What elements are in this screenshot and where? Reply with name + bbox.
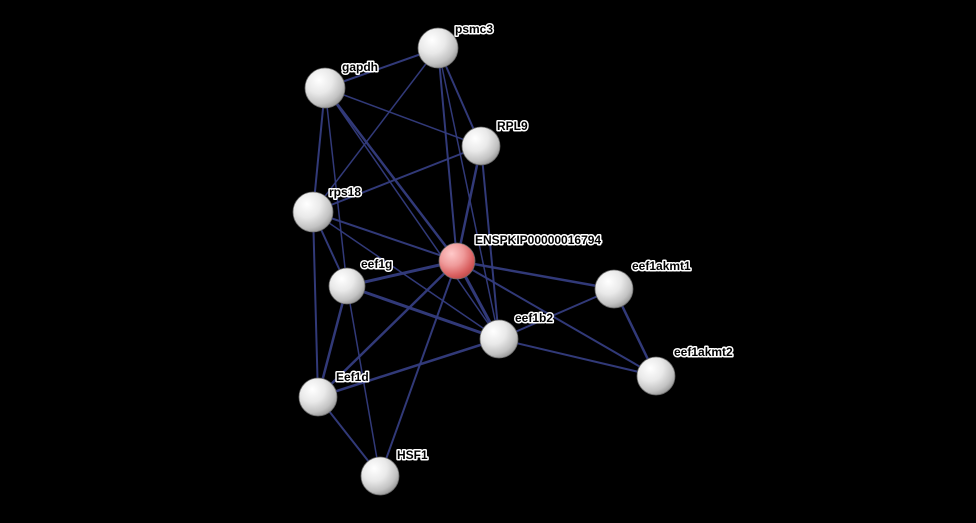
interaction-edge-RPL9-ENSPKIP00000016794 <box>455 144 483 263</box>
protein-node-label-rps18: rps18 <box>329 185 361 199</box>
protein-node-label-gapdh: gapdh <box>342 60 378 74</box>
protein-node-RPL9[interactable] <box>461 126 501 166</box>
interaction-edge-ENSPKIP00000016794-HSF1 <box>379 260 458 477</box>
protein-node-HSF1[interactable] <box>360 456 400 496</box>
protein-node-eef1b2[interactable] <box>479 319 519 359</box>
protein-node-rps18[interactable] <box>292 191 334 233</box>
interaction-edge-ENSPKIP00000016794-eef1g <box>345 259 459 288</box>
protein-node-psmc3[interactable] <box>417 27 459 69</box>
interaction-edge-eef1g-eef1b2 <box>345 284 501 341</box>
protein-node-label-ENSPKIP00000016794: ENSPKIP00000016794 <box>475 233 601 247</box>
interaction-edge-eef1b2-Eef1d <box>316 337 501 399</box>
interaction-edge-gapdh-rps18 <box>312 87 326 213</box>
interaction-edge-psmc3-ENSPKIP00000016794 <box>437 47 458 262</box>
protein-node-label-Eef1d: Eef1d <box>336 370 369 384</box>
interaction-edge-RPL9-eef1b2 <box>480 145 500 340</box>
interaction-edge-eef1b2-eef1akmt2 <box>498 338 657 377</box>
interaction-edge-gapdh-eef1b2 <box>324 87 500 340</box>
interaction-edge-eef1g-HSF1 <box>346 285 381 477</box>
protein-node-label-HSF1: HSF1 <box>397 448 428 462</box>
protein-node-eef1akmt2[interactable] <box>636 356 676 396</box>
interaction-edge-gapdh-ENSPKIP00000016794 <box>323 86 459 263</box>
interaction-edge-rps18-Eef1d <box>312 211 319 398</box>
protein-node-label-eef1akmt2: eef1akmt2 <box>674 345 733 359</box>
protein-node-label-psmc3: psmc3 <box>455 22 493 36</box>
protein-node-eef1g[interactable] <box>328 267 366 305</box>
protein-node-label-RPL9: RPL9 <box>497 119 528 133</box>
interaction-edge-psmc3-eef1b2 <box>437 47 500 340</box>
interaction-edge-rps18-ENSPKIP00000016794 <box>312 211 458 262</box>
interaction-edge-gapdh-eef1g <box>324 87 348 287</box>
protein-node-eef1akmt1[interactable] <box>594 269 634 309</box>
protein-node-gapdh[interactable] <box>304 67 346 109</box>
interaction-edge-psmc3-rps18 <box>312 47 439 213</box>
protein-node-label-eef1b2: eef1b2 <box>515 311 553 325</box>
protein-node-ENSPKIP00000016794[interactable] <box>438 242 476 280</box>
protein-node-label-eef1g: eef1g <box>361 257 392 271</box>
interaction-edge-ENSPKIP00000016794-Eef1d <box>316 259 459 399</box>
interaction-edge-rps18-eef1b2 <box>312 211 500 340</box>
node-layer <box>292 27 676 496</box>
protein-node-label-eef1akmt1: eef1akmt1 <box>632 259 691 273</box>
interaction-edge-gapdh-RPL9 <box>324 87 482 147</box>
interaction-edge-eef1akmt1-eef1b2 <box>498 288 615 340</box>
interaction-edge-ENSPKIP00000016794-eef1akmt2 <box>456 260 657 377</box>
interaction-edge-RPL9-rps18 <box>312 145 482 213</box>
interaction-edge-ENSPKIP00000016794-eef1akmt1 <box>455 259 616 291</box>
protein-node-Eef1d[interactable] <box>298 377 338 417</box>
